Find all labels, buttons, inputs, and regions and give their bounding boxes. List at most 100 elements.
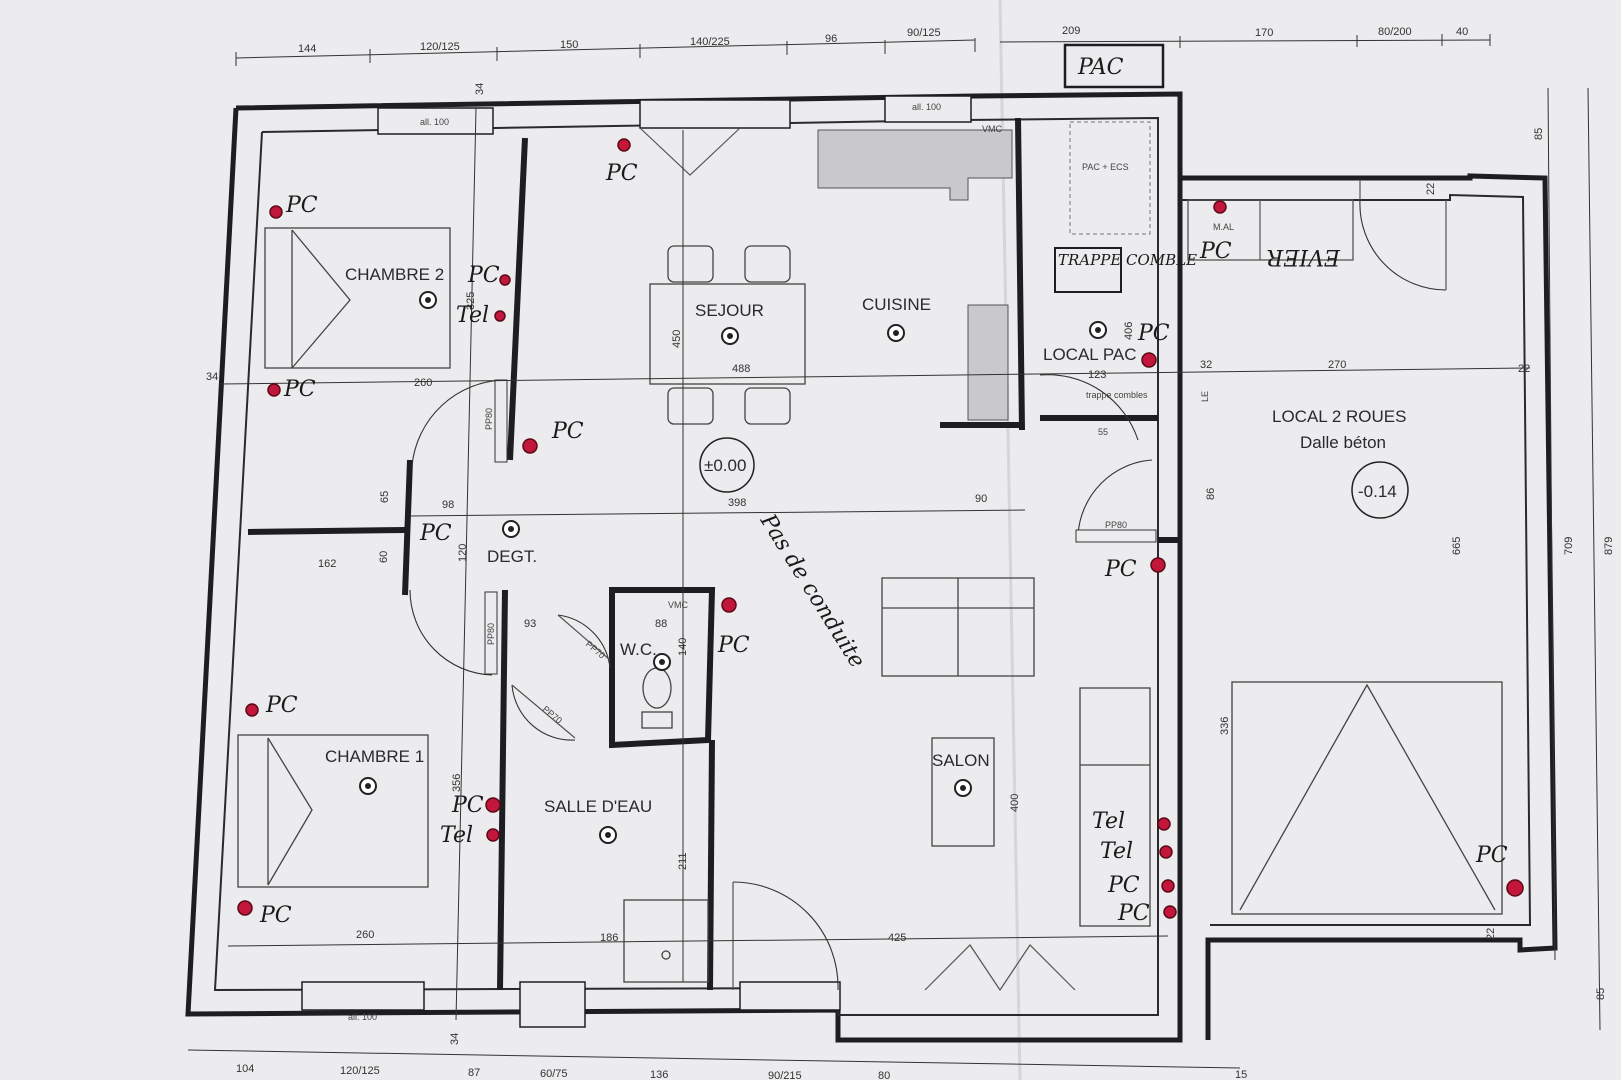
dim-top-1: 144 [298,43,316,55]
tel-note: Tel [456,303,489,328]
pc-note: PC [451,793,484,818]
outlet-marker [485,797,501,813]
ceiling-lights [359,291,1107,844]
dim-22-right: 22 [1518,363,1530,375]
dim-665: 665 [1451,537,1463,555]
le-label: LE [1200,391,1210,402]
bottom-dimension-chain: 104 120/125 87 60/75 136 90/215 80 15 [187,1049,1247,1080]
light-icon [721,327,739,345]
level-main: ±0.00 [704,456,746,475]
doors: PP80 PP80 PP70 PP70 PP80 [409,127,1157,992]
dim-270: 270 [1328,359,1346,371]
tel-note: Tel [1100,839,1133,864]
dim-34-bottom: 34 [449,1033,461,1045]
dim-123: 123 [1088,369,1106,381]
light-icon [502,520,520,538]
trappe-55-text: 55 [1098,427,1108,437]
outlet-marker [499,274,511,286]
light-icon [954,779,972,797]
dim-60: 60 [378,551,390,563]
dim-top-6: 90/125 [907,27,941,39]
light-icon [599,826,617,844]
pac-unit-box: PAC [1063,43,1165,89]
furniture: PAC + ECS TRAPPE COMBLE M.AL [237,121,1503,983]
dim-260-bottom: 260 [356,929,374,941]
interior-partitions [247,117,1178,991]
pc-note: PC [1117,901,1150,926]
dim-65: 65 [379,491,391,503]
pc-note: PC [467,263,500,288]
outlet-annotations: PC PC PC Tel PC PC PC PC PC PC PC PC PC … [237,138,1524,928]
dim-400: 400 [1009,794,1021,812]
pc-note: PC [285,193,318,218]
dim-top-2: 120/125 [420,41,460,53]
outlet-marker [1506,879,1524,897]
dim-356: 356 [451,774,463,792]
outlet-marker [1141,352,1157,368]
evier-note: EVIER [1267,244,1341,269]
dim-bottom-3: 87 [468,1067,480,1079]
outlet-marker [269,205,283,219]
room-salle-deau: SALLE D'EAU [544,797,652,816]
light-icon [359,777,377,795]
room-degt: DEGT. [487,547,537,566]
tel-note: Tel [1092,809,1125,834]
dim-top-10: 40 [1456,26,1468,38]
room-chambre-1: CHAMBRE 1 [325,747,424,766]
outlet-marker [1163,905,1177,919]
pc-note: PC [551,419,584,444]
pc-note: PC [1137,321,1170,346]
dim-162: 162 [318,558,336,570]
dim-22-top: 22 [1425,183,1437,195]
window-label-3: all. 100 [348,1012,377,1022]
dim-top-8: 170 [1255,27,1273,39]
dim-260-top: 260 [414,377,432,389]
dim-top-4: 140/225 [690,36,730,48]
pc-note: PC [1475,843,1508,868]
dim-right-709: 709 [1563,537,1575,555]
outlet-marker [617,138,631,152]
tel-note: Tel [440,823,473,848]
dim-top-7: 209 [1062,25,1080,37]
dim-right-85-top: 85 [1533,128,1545,140]
pc-note: PC [259,903,292,928]
dim-32: 32 [1200,359,1212,371]
window-label-1: all. 100 [420,117,449,127]
room-wc: W.C. [620,640,657,659]
outlet-marker [494,310,506,322]
dim-top-9: 80/200 [1378,26,1412,38]
trappe-combles-text: trappe combles [1086,390,1148,400]
dim-top-5: 96 [825,33,837,45]
pc-note: PC [1199,239,1232,264]
level-garage: -0.14 [1358,482,1397,501]
evier-text: EVIER [1267,244,1341,269]
room-salon: SALON [932,751,990,770]
dim-93: 93 [524,618,536,630]
dim-bottom-8: 15 [1235,1069,1247,1080]
room-sejour: SEJOUR [695,301,764,320]
dim-right-879: 879 [1603,537,1615,555]
dim-bottom-7: 80 [878,1070,890,1080]
outlet-marker [522,438,538,454]
dim-98: 98 [442,499,454,511]
pc-note: PC [265,693,298,718]
outlet-marker [1150,557,1166,573]
dim-bottom-4: 60/75 [540,1068,568,1080]
dim-22-bottom: 22 [1485,928,1497,940]
mal-label: M.AL [1213,222,1234,232]
dim-bottom-2: 120/125 [340,1065,380,1077]
outlet-marker [267,383,281,397]
room-chambre-2: CHAMBRE 2 [345,265,444,284]
dim-top-3: 150 [560,39,578,51]
pc-note: PC [717,633,750,658]
dim-120: 120 [457,544,469,562]
dim-488: 488 [732,363,750,375]
dim-34-left: 34 [206,371,218,383]
outlet-marker [245,703,259,717]
outlet-marker [1157,817,1171,831]
room-local-pac: LOCAL PAC [1043,345,1137,364]
dim-140: 140 [677,638,689,656]
